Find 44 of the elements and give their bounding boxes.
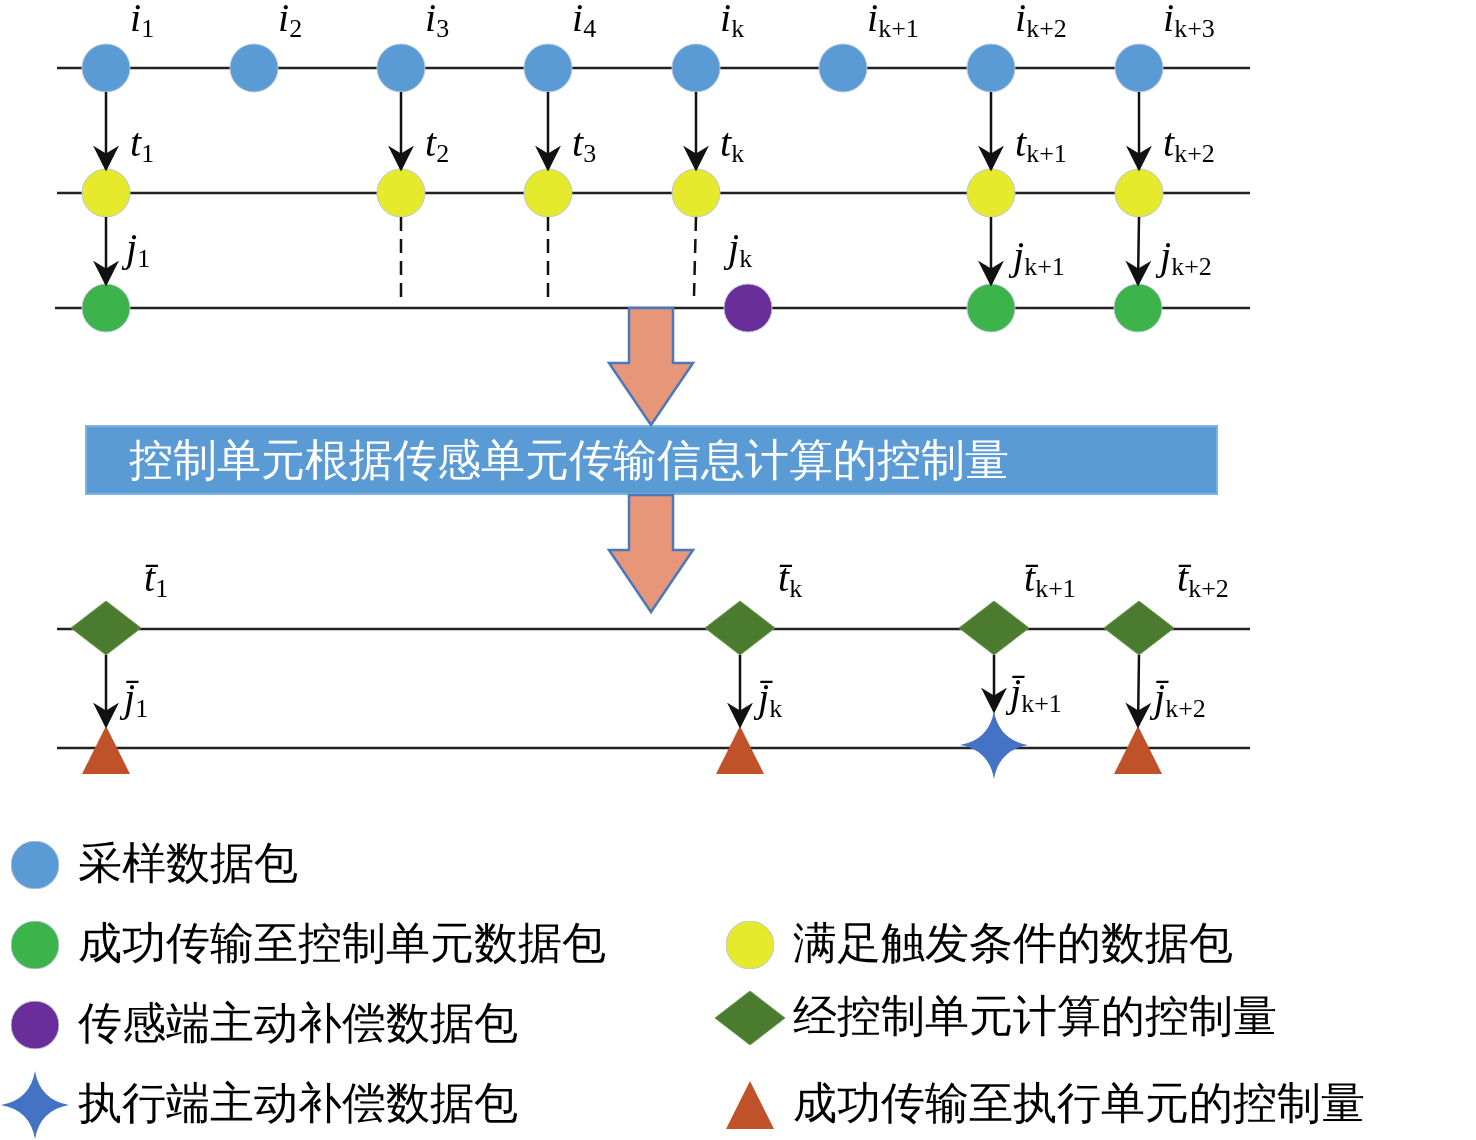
node-label: i$_{k+3}$	[1163, 0, 1215, 42]
node-label: t$_{k+2}$	[1163, 123, 1215, 167]
arrow	[93, 217, 119, 287]
arrow	[981, 655, 1007, 714]
arrow	[978, 217, 1004, 287]
arrow	[1125, 217, 1152, 287]
dashed-line	[546, 217, 550, 300]
arrow	[1125, 655, 1152, 729]
node-label: i$_{k+2}$	[1015, 0, 1067, 42]
node-label: t$_{k+1}$	[1015, 123, 1067, 167]
arrow	[388, 92, 414, 172]
legend-text: 执行端主动补偿数据包	[78, 1081, 518, 1125]
node-label: t̄$_{1}$	[144, 558, 169, 602]
arrow	[978, 92, 1004, 172]
node-label: i$_{3}$	[425, 0, 450, 42]
node-label: t$_{2}$	[425, 123, 450, 167]
legend-text: 经控制单元计算的控制量	[793, 994, 1277, 1038]
legend-text: 传感端主动补偿数据包	[78, 1001, 518, 1045]
legend-text: 成功传输至控制单元数据包	[78, 921, 606, 965]
node-label: t̄$_{k+2}$	[1177, 558, 1229, 602]
arrow	[727, 655, 753, 729]
dashed-line	[692, 216, 698, 297]
arrow	[93, 655, 119, 729]
node-label: i$_{k+1}$	[867, 0, 919, 42]
node-label: i$_{4}$	[572, 0, 597, 42]
arrow	[535, 92, 561, 172]
arrow	[683, 92, 709, 172]
node-label: i$_{1}$	[130, 0, 155, 42]
node-label: i$_{k}$	[720, 0, 745, 42]
node-label: t̄$_{k}$	[778, 558, 803, 602]
legend-text: 采样数据包	[78, 841, 298, 885]
node-label: t$_{1}$	[130, 123, 155, 167]
node-label: t$_{k}$	[720, 123, 745, 167]
node-label: i$_{2}$	[278, 0, 303, 42]
block-arrow	[606, 306, 696, 428]
process-banner: 控制单元根据传感单元传输信息计算的控制量	[85, 425, 1218, 495]
legend-text: 成功传输至执行单元的控制量	[793, 1081, 1365, 1125]
arrow	[1126, 92, 1152, 172]
node-label: t̄$_{k+1}$	[1024, 558, 1076, 602]
arrow	[93, 92, 119, 172]
node-label: t$_{3}$	[572, 123, 597, 167]
legend-text: 满足触发条件的数据包	[793, 921, 1233, 965]
dashed-line	[399, 217, 403, 300]
block-arrow	[606, 493, 696, 615]
